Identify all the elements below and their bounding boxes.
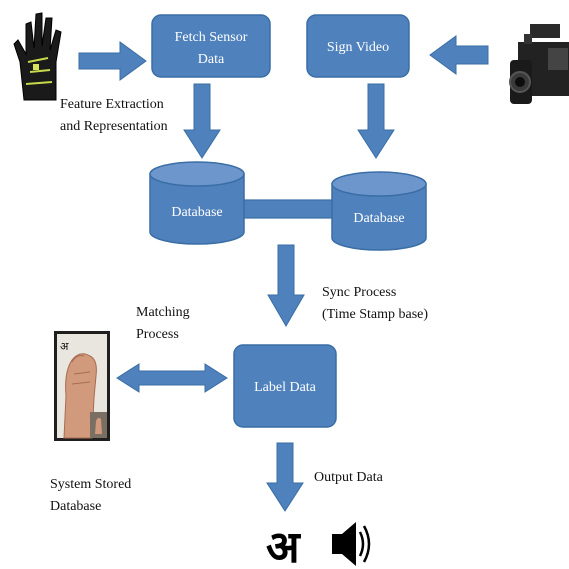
fetch-sensor-label-line1: Fetch Sensor bbox=[175, 30, 248, 45]
arrow-glove-to-fetch bbox=[78, 41, 147, 81]
arrow-fetch-to-database bbox=[183, 83, 221, 159]
matching-process-line2: Process bbox=[136, 327, 179, 342]
sensor-glove-icon bbox=[13, 12, 62, 101]
hand-photo-inset-glyph: अ bbox=[60, 340, 69, 353]
label-data-label: Label Data bbox=[254, 380, 317, 395]
output-glyph: अ bbox=[266, 522, 301, 569]
speaker-icon bbox=[332, 522, 371, 566]
fetch-sensor-data-box: Fetch Sensor Data bbox=[151, 14, 271, 78]
database-left-cylinder: Database bbox=[149, 161, 245, 245]
arrow-camera-to-signvideo bbox=[429, 35, 489, 75]
sync-process-line2: (Time Stamp base) bbox=[322, 307, 428, 322]
sign-video-box: Sign Video bbox=[306, 14, 410, 78]
sign-video-label: Sign Video bbox=[327, 40, 389, 55]
system-stored-line1: System Stored bbox=[50, 477, 131, 492]
fetch-sensor-label-line2: Data bbox=[198, 52, 225, 67]
feature-extraction-line2: and Representation bbox=[60, 119, 168, 134]
database-left-label: Database bbox=[171, 205, 222, 220]
sync-process-line1: Sync Process bbox=[322, 285, 396, 300]
matching-process-line1: Matching bbox=[136, 305, 190, 320]
label-data-box: Label Data bbox=[233, 344, 337, 428]
arrow-label-to-output bbox=[266, 442, 304, 512]
system-stored-line2: Database bbox=[50, 499, 101, 514]
video-camera-icon bbox=[509, 24, 569, 104]
arrow-matching-bidirectional bbox=[116, 363, 228, 393]
database-sync-connector bbox=[231, 199, 345, 219]
arrow-database-to-label bbox=[267, 244, 305, 327]
database-right-cylinder: Database bbox=[331, 171, 427, 251]
feature-extraction-line1: Feature Extraction bbox=[60, 97, 164, 112]
output-data-label: Output Data bbox=[314, 470, 384, 485]
arrow-signvideo-to-database bbox=[357, 83, 395, 159]
hand-sign-photo: अ bbox=[54, 331, 110, 441]
database-right-label: Database bbox=[353, 211, 404, 226]
